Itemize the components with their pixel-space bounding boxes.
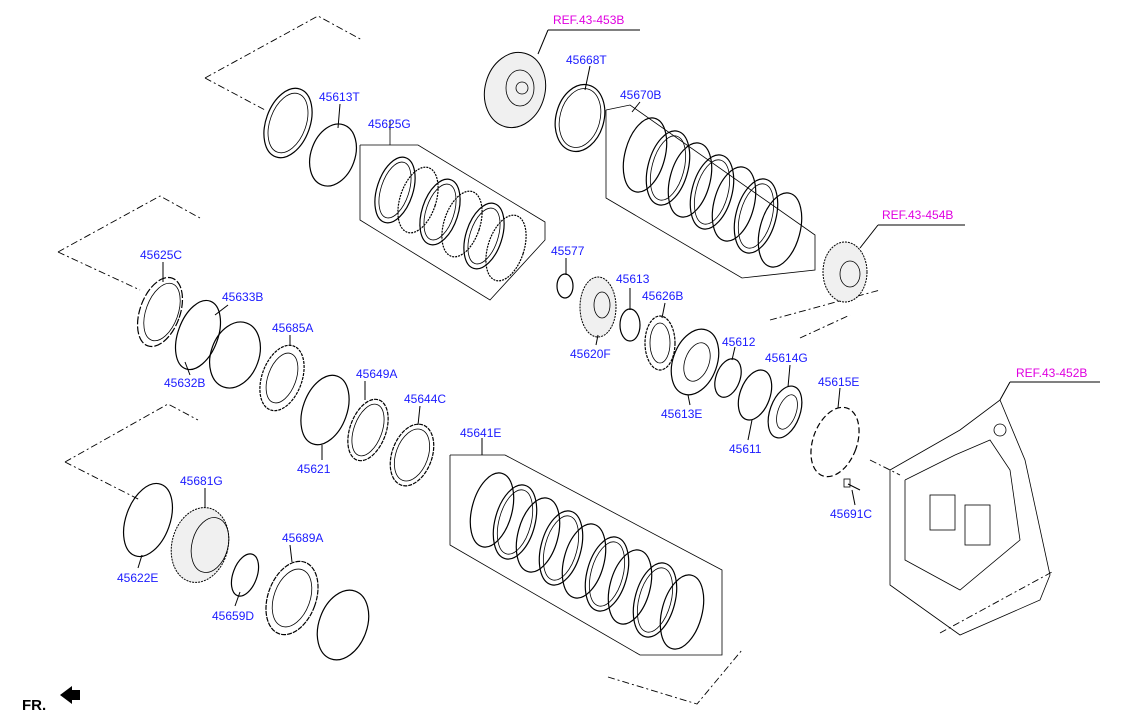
part-label-45668T[interactable]: 45668T [566,53,607,67]
part-label-45625C[interactable]: 45625C [140,248,183,262]
bolt-45691C [843,478,861,491]
ref-label-454b[interactable]: REF.43-454B [882,208,954,222]
part-label-45614G[interactable]: 45614G [765,351,808,365]
hub-45685A [259,344,305,412]
front-arrow-icon [60,686,80,704]
gear-ref-454b [822,224,965,303]
snap-ring-45611 [737,369,773,421]
part-label-45611[interactable]: 45611 [729,442,762,456]
drum-45681G [170,507,230,583]
piston-45614G [767,385,803,439]
part-label-45649A[interactable]: 45649A [356,367,398,381]
gear-hub-45620F [579,276,617,338]
snap-ring-45659D [230,553,260,597]
clutch-pack-outline-45641E [449,454,723,656]
part-label-45670B[interactable]: 45670B [620,88,662,102]
part-label-45633B[interactable]: 45633B [222,290,264,304]
ref-label-452b[interactable]: REF.43-452B [1016,366,1088,380]
snap-ring-45622E [122,482,174,558]
snap-ring-45613 [619,308,641,342]
part-label-45621[interactable]: 45621 [297,462,331,476]
clutch-discs-45641E [469,472,705,650]
assembly-guide-lines [57,15,1053,705]
part-label-45659D[interactable]: 45659D [212,609,255,623]
part-label-45615E[interactable]: 45615E [818,375,860,389]
snap-ring-45621 [300,374,350,446]
snap-ring-45613T [263,87,357,187]
clutch-discs-45625G [374,156,527,282]
snap-ring-45612 [714,358,742,398]
part-label-45626B[interactable]: 45626B [642,289,684,303]
part-label-45691C[interactable]: 45691C [830,507,873,521]
snap-ring-bottom [316,589,370,661]
snap-ring-45668T [554,83,606,153]
part-label-45681G[interactable]: 45681G [180,474,223,488]
part-label-45613T[interactable]: 45613T [319,90,360,104]
part-label-45625G[interactable]: 45625G [368,117,411,131]
part-label-45612[interactable]: 45612 [722,335,756,349]
part-label-45641E[interactable]: 45641E [460,426,502,440]
part-label-45577[interactable]: 45577 [551,244,585,258]
part-label-45613[interactable]: 45613 [616,272,650,286]
snap-ring-45632B [174,299,222,371]
oil-pump-ref-453b [483,29,640,129]
part-label-45685A[interactable]: 45685A [272,321,314,335]
part-label-45622E[interactable]: 45622E [117,571,159,585]
transmission-case-ref-452b [889,381,1100,636]
ref-label-453b[interactable]: REF.43-453B [553,13,625,27]
disc-45649A [347,398,389,462]
part-label-45613E[interactable]: 45613E [661,407,703,421]
spring-retainer-45615E [810,406,860,478]
clutch-pack-outline-45670B [605,104,816,279]
front-direction-label: FR. [22,697,47,714]
snap-ring-45577 [556,273,574,299]
plate-45613E [670,328,720,396]
part-label-45689A[interactable]: 45689A [282,531,324,545]
part-label-45620F[interactable]: 45620F [570,347,611,361]
part-label-45644C[interactable]: 45644C [404,392,447,406]
retainer-45625C [136,276,184,348]
leader-lines [137,65,856,607]
part-label-45632B[interactable]: 45632B [164,376,206,390]
clutch-discs-45670B [622,117,803,268]
plate-45689A [265,560,319,636]
snap-ring-45633B [209,321,261,389]
disc-45644C [389,423,435,487]
clutch-pack-outline-45625G [359,120,546,301]
bearing-45626B [644,315,676,371]
